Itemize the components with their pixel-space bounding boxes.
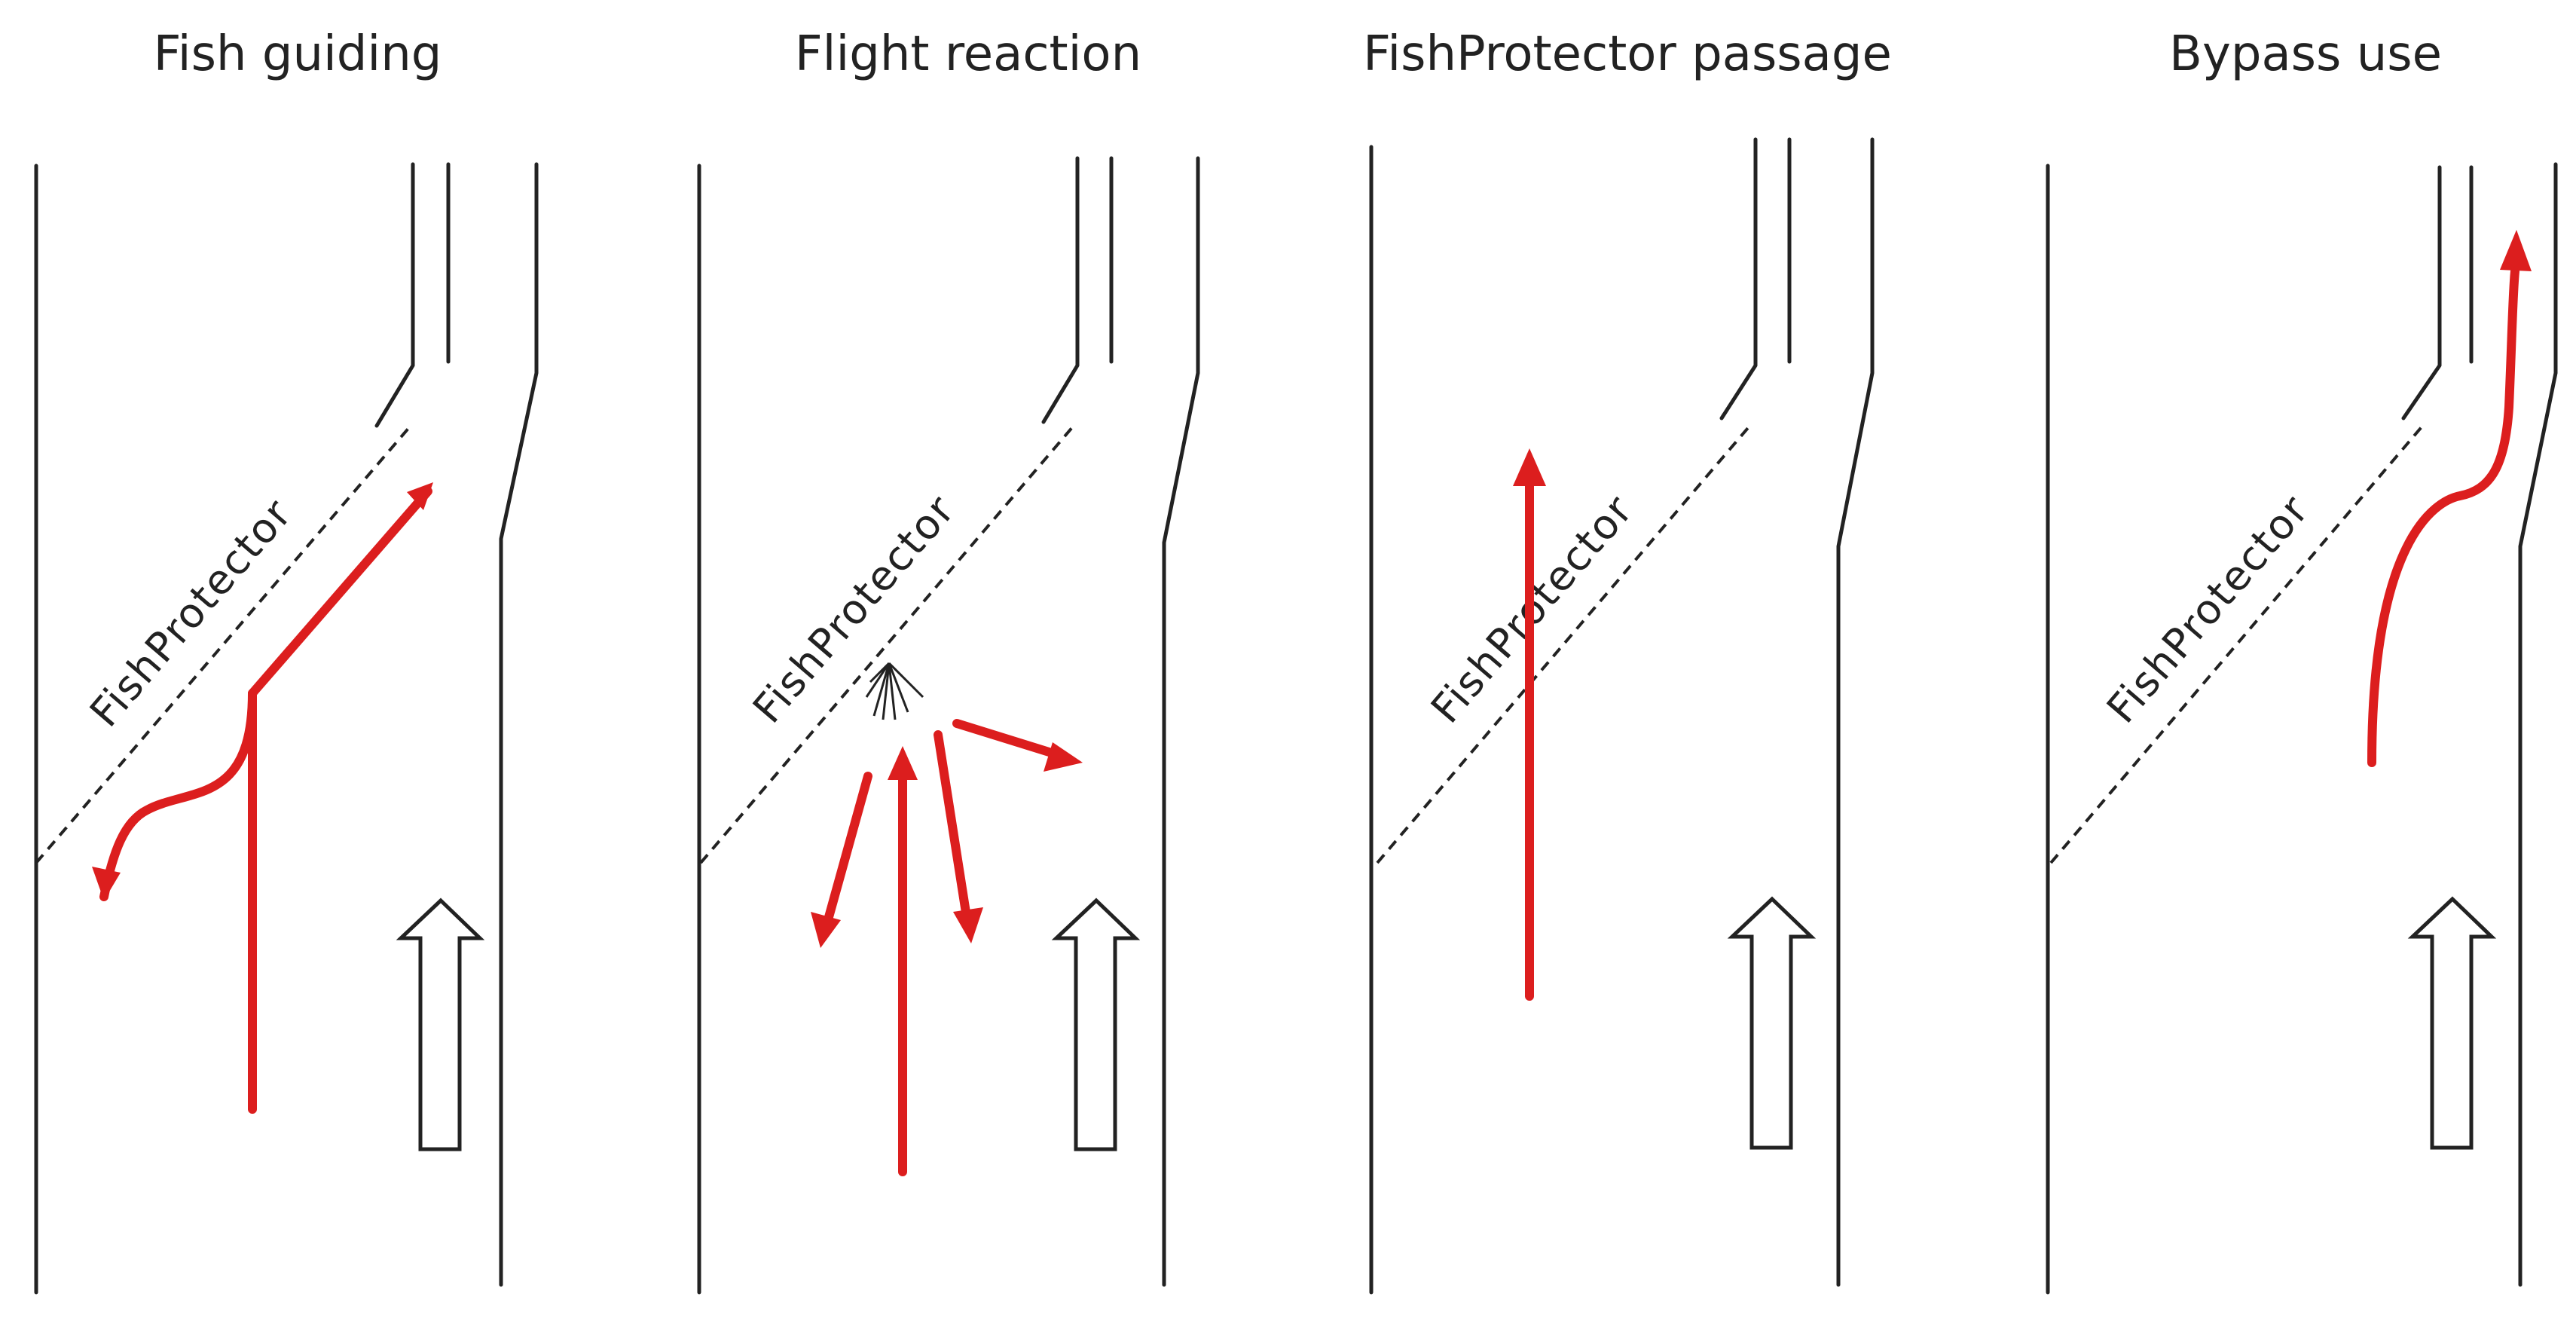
fishprotector-label: FishProtector xyxy=(2098,485,2318,732)
fish-path-flee-left xyxy=(820,772,872,935)
fishprotector-barrier xyxy=(699,424,1075,864)
red-arrow-icon xyxy=(811,912,841,948)
hollow-up-arrow-icon xyxy=(396,897,485,1151)
fishprotector-label: FishProtector xyxy=(81,489,301,735)
channel-right-wall xyxy=(1836,137,1875,1287)
bypass-inner-wall xyxy=(374,162,415,428)
panel-fish-guiding: Fish guiding FishProtector xyxy=(34,26,539,1295)
fish-path-guided-upstream xyxy=(248,487,432,698)
red-arrow-icon xyxy=(2500,230,2532,271)
red-arrow-icon xyxy=(1044,742,1083,772)
panel-title-fish-guiding: Fish guiding xyxy=(154,26,442,82)
red-arrow-icon xyxy=(92,867,121,901)
panel-title-bypass-use: Bypass use xyxy=(2169,26,2442,82)
channel-right-wall xyxy=(2518,162,2558,1287)
fish-path-flee-down xyxy=(934,730,973,931)
channel-right-wall xyxy=(1162,156,1200,1287)
fish-path-bypass xyxy=(2367,267,2519,767)
red-arrow-icon xyxy=(888,746,918,780)
channel-right-wall xyxy=(499,162,539,1287)
panel-title-flight-reaction: Flight reaction xyxy=(795,26,1141,82)
bypass-inner-wall xyxy=(2401,165,2442,420)
panel-fishprotector-passage: FishProtector passage FishProtector xyxy=(1363,26,1892,1295)
bypass-inner-wall xyxy=(1041,156,1080,424)
panel-title-fishprotector-passage: FishProtector passage xyxy=(1363,26,1892,82)
panel-flight-reaction: Flight reaction FishProtector xyxy=(697,26,1200,1295)
hollow-up-arrow-icon xyxy=(1051,897,1141,1151)
fishprotector-barrier xyxy=(35,424,412,864)
fish-path-guided xyxy=(99,689,257,1114)
fishprotector-barrier xyxy=(2049,422,2426,864)
red-arrow-icon xyxy=(407,482,433,510)
hollow-up-arrow-icon xyxy=(1727,896,1817,1150)
panel-bypass-use: Bypass use FishProtector xyxy=(2046,26,2558,1295)
fishprotector-barrier xyxy=(1376,422,1753,864)
red-arrow-icon xyxy=(953,907,983,943)
startle-burst-icon xyxy=(865,662,924,720)
bypass-inner-wall xyxy=(1719,137,1758,420)
fish-path-flee-right xyxy=(952,719,1071,762)
hollow-up-arrow-icon xyxy=(2407,896,2497,1150)
red-arrow-icon xyxy=(1513,448,1546,486)
fishprotector-label: FishProtector xyxy=(744,485,964,732)
